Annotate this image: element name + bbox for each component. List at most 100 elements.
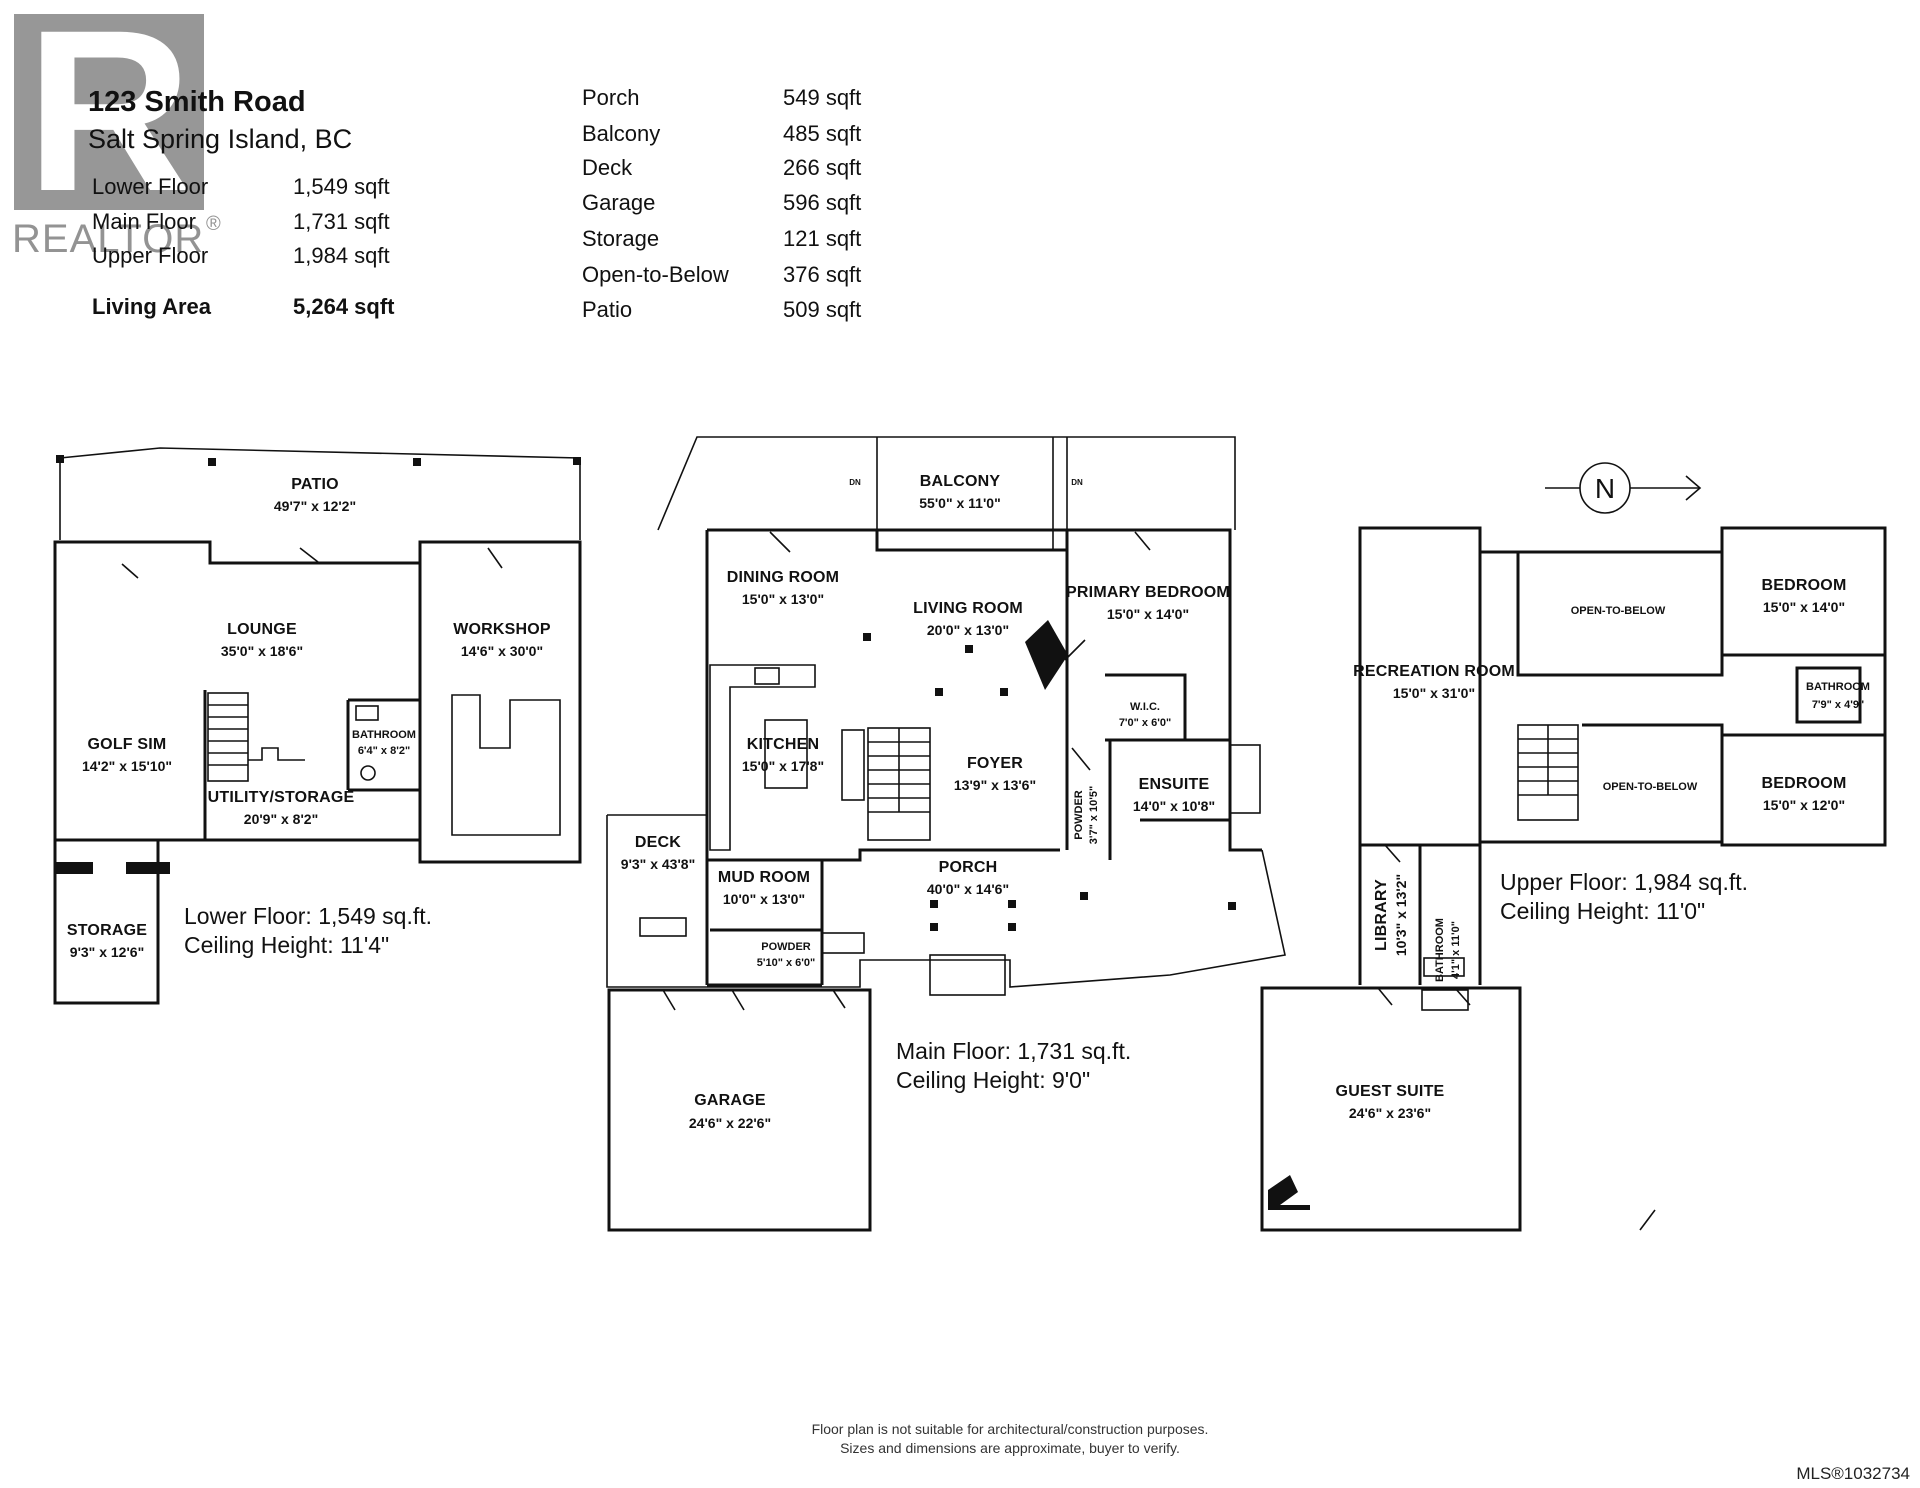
kitchen-sink: [754, 667, 780, 685]
floor-area-label-upper: Upper Floor: [92, 243, 208, 268]
lower-stairs: [207, 692, 305, 782]
patio-post: [208, 458, 216, 466]
ext-area-value-storage: 121 sqft: [783, 226, 861, 251]
realtor-logo-mark: ®: [206, 213, 221, 235]
main-door-swings: [662, 531, 1151, 1011]
powder-a-label: POWDER 3'7" x 10'5": [1073, 786, 1100, 844]
ext-area-label-garage: Garage: [582, 190, 655, 215]
main-stairs: [841, 727, 931, 841]
realtor-logo-letter: R: [26, 0, 192, 239]
storage-walls: [53, 840, 160, 1005]
room-name-lounge: LOUNGE: [227, 621, 297, 638]
room-name-porch: PORCH: [939, 859, 998, 876]
balcony-dividers: [876, 437, 1068, 550]
ext-area-label-patio: Patio: [582, 297, 632, 322]
upper-floor-note-ceiling: Ceiling Height: 11'0": [1500, 898, 1705, 924]
room-dim-porch: 40'0" x 14'6": [927, 881, 1009, 897]
guest-suite-walls: [1260, 986, 1522, 1232]
ext-area-value-porch: 549 sqft: [783, 85, 861, 110]
room-dim-dining: 15'0" x 13'0": [742, 591, 824, 607]
room-name-lower-bathroom: BATHROOM: [352, 729, 416, 741]
room-name-patio: PATIO: [291, 476, 339, 493]
disclaimer-line2: Sizes and dimensions are approximate, bu…: [840, 1440, 1180, 1456]
balcony-stair-dn: DN: [849, 478, 861, 487]
main-posts: [863, 633, 1236, 931]
room-name-mud-room: MUD ROOM: [718, 869, 810, 886]
room-name-guest-suite: GUEST SUITE: [1336, 1083, 1445, 1100]
living-area-label: Living Area: [92, 294, 212, 319]
main-floor-note-area: Main Floor: 1,731 sq.ft.: [896, 1038, 1131, 1064]
lower-floor-plan: PATIO 49'7" x 12'2" LOUNGE 35'0" x 18'6"…: [53, 447, 582, 1005]
upper-floor-note-area: Upper Floor: 1,984 sq.ft.: [1500, 869, 1748, 895]
bathroom-toilet: [360, 765, 376, 781]
patio-post: [413, 458, 421, 466]
north-arrow: N: [1545, 462, 1702, 514]
room-dim-guest-suite: 24'6" x 23'6": [1349, 1105, 1431, 1121]
main-floor-plan: BALCONY 55'0" x 11'0" DN DN DINING ROOM …: [606, 436, 1286, 1232]
living-area-value: 5,264 sqft: [293, 294, 395, 319]
room-name-upper-bathroom-a: BATHROOM: [1806, 681, 1870, 693]
compass-letter: N: [1595, 473, 1615, 504]
room-name-kitchen: KITCHEN: [747, 736, 820, 753]
ext-area-value-deck: 266 sqft: [783, 155, 861, 180]
fireplace: [1025, 620, 1068, 690]
ext-area-value-open-to-below: 376 sqft: [783, 262, 861, 287]
room-dim-garage: 24'6" x 22'6": [689, 1115, 771, 1131]
room-name-open-to-below-b: OPEN-TO-BELOW: [1603, 781, 1698, 793]
workshop-bench: [451, 694, 561, 836]
room-name-golf-sim: GOLF SIM: [88, 736, 167, 753]
room-dim-primary-bedroom: 15'0" x 14'0": [1107, 606, 1189, 622]
room-dim-utility: 20'9" x 8'2": [244, 811, 318, 827]
room-dim-ensuite: 14'0" x 10'8": [1133, 798, 1215, 814]
upper-interior-walls: [1478, 550, 1885, 845]
main-floor-note-ceiling: Ceiling Height: 9'0": [896, 1067, 1090, 1093]
kitchen-counter: [709, 664, 816, 851]
room-name-foyer: FOYER: [967, 755, 1023, 772]
room-dim-kitchen: 15'0" x 17'8": [742, 758, 824, 774]
room-name-powder-a: POWDER: [1073, 790, 1085, 840]
patio-post: [56, 455, 64, 463]
ensuite-walls: [1105, 673, 1230, 860]
room-name-dining: DINING ROOM: [727, 569, 839, 586]
room-name-utility: UTILITY/STORAGE: [208, 789, 355, 806]
room-dim-golf-sim: 14'2" x 15'10": [82, 758, 172, 774]
room-name-garage: GARAGE: [694, 1092, 766, 1109]
library-label: LIBRARY 10'3" x 13'2": [1373, 874, 1409, 956]
room-dim-mud-room: 10'0" x 13'0": [723, 891, 805, 907]
library-stair: [1423, 957, 1465, 977]
porch-steps: [929, 954, 1006, 996]
guest-fireplace: [1268, 1175, 1310, 1210]
room-dim-foyer: 13'9" x 13'6": [954, 777, 1036, 793]
guest-kitchenette: [1421, 989, 1469, 1011]
storage-header: [126, 862, 170, 874]
upper-floor-plan: N RECREATION ROOM 15'0" x 31'0" OPEN-TO-…: [1260, 462, 1887, 1232]
deck-stair: [639, 917, 687, 937]
ext-area-label-open-to-below: Open-to-Below: [582, 262, 729, 287]
lower-door-swings: [121, 547, 503, 579]
deck-porch-outline: [606, 814, 1286, 988]
room-name-powder-b: POWDER: [761, 941, 811, 953]
floor-area-label-lower: Lower Floor: [92, 174, 208, 199]
patio-outline: [59, 447, 581, 540]
bathroom-vanity: [355, 705, 379, 721]
room-name-ensuite: ENSUITE: [1139, 776, 1210, 793]
room-dim-balcony: 55'0" x 11'0": [919, 495, 1000, 511]
mud-room-walls: [705, 860, 824, 987]
upper-door-swings: [1377, 844, 1656, 1231]
balcony-stair-dn: DN: [1071, 478, 1083, 487]
upper-stairs: [1517, 724, 1579, 821]
lower-floor-note-ceiling: Ceiling Height: 11'4": [184, 932, 389, 958]
room-dim-storage: 9'3" x 12'6": [70, 944, 144, 960]
room-name-bedroom-b: BEDROOM: [1762, 775, 1847, 792]
room-dim-living: 20'0" x 13'0": [927, 622, 1009, 638]
kitchen-island: [764, 719, 808, 789]
main-interior-walls: [875, 530, 1069, 850]
patio-post: [573, 457, 581, 465]
ensuite-tub: [1229, 744, 1261, 814]
address-line1: 123 Smith Road: [88, 86, 306, 118]
garage-walls: [607, 988, 872, 1232]
room-name-upper-bathroom-b: BATHROOM: [1434, 918, 1446, 982]
ext-area-label-storage: Storage: [582, 226, 659, 251]
